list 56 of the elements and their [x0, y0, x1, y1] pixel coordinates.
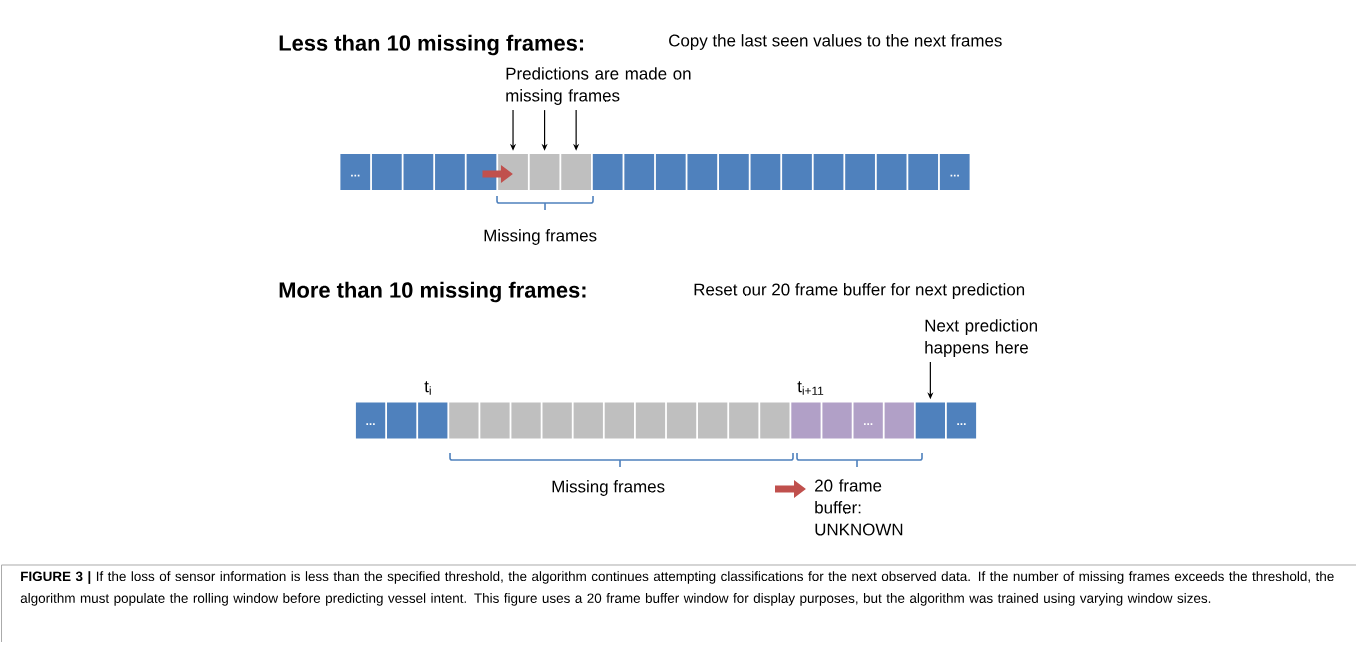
frame-cell: [908, 154, 939, 190]
section-heading: More than 10 missing frames:: [279, 281, 586, 303]
brace-label: Missing frames: [552, 480, 665, 496]
frame-cell: [511, 402, 541, 439]
frame-cell: [573, 402, 603, 439]
frame-cell: [371, 154, 402, 190]
frame-cell: [876, 154, 907, 190]
frame-cell: ...: [340, 154, 371, 190]
frame-cell: [915, 402, 945, 439]
node-label: ...: [950, 174, 959, 177]
frame-cell: [750, 154, 781, 190]
frame-cell: [529, 154, 560, 190]
frame-cell: [542, 402, 572, 439]
frame-cell: [449, 402, 479, 439]
frame-cell: [782, 154, 812, 190]
frame-cell: ...: [853, 402, 883, 439]
frame-cell: [387, 402, 417, 439]
frame-cell: [480, 402, 510, 439]
frame-cell: [698, 402, 728, 439]
frame-cell: [561, 154, 591, 190]
frame-cell: [729, 402, 759, 439]
text-note: 20 frame buffer: UNKNOWN: [815, 479, 903, 536]
frame-cell: [845, 154, 875, 190]
time-label: t$_{i}$: [424, 381, 431, 395]
text-note: Next prediction happens here: [925, 319, 1037, 357]
frame-cell: [666, 402, 697, 439]
frame-cell: [635, 402, 666, 439]
frame-cell: [604, 402, 634, 439]
node-label: ...: [863, 423, 873, 425]
description-text: Reset our 20 frame buffer for next prediction: [694, 283, 1025, 299]
node-label: ...: [351, 174, 360, 177]
frame-cell: ...: [939, 154, 970, 190]
frame-cell: [760, 402, 790, 439]
frame-cell: [719, 154, 749, 190]
brace-label: Missing frames: [484, 229, 597, 245]
frame-cell: [624, 154, 655, 190]
frame-cell: [435, 154, 465, 190]
section-heading: Less than 10 missing frames:: [279, 34, 584, 56]
node-label: ...: [957, 423, 966, 425]
frame-cell: [592, 154, 623, 190]
frame-cell: [403, 154, 434, 190]
description-text: Copy the last seen values to the next frames: [669, 34, 1002, 50]
frame-cell: [884, 402, 914, 439]
frame-cell: [813, 154, 844, 190]
time-label: t$_{i+11}$: [797, 381, 824, 395]
text-note: Predictions are made on missing frames: [506, 67, 691, 105]
frame-cell: [655, 154, 686, 190]
frame-cell: [687, 154, 718, 190]
frame-cell: [466, 154, 497, 190]
frame-cell: ...: [946, 402, 977, 439]
frame-cell: ...: [355, 402, 386, 439]
frame-cell: [418, 402, 448, 439]
frame-cell: [791, 402, 821, 439]
frame-cell: [822, 402, 852, 439]
caption: FIGURE 3 | If the loss of sensor information is less than the specified threshold, the algorithm continues attempting classifications for the next observed data. If the number of missing frames exceeds the threshold, the algorithm must populate the rolling window before predicting vessel intent. This figure uses a 20 frame buffer window for display purposes, but the algorithm was trained using varying window sizes.: [1, 564, 1356, 643]
node-label: ...: [366, 423, 375, 425]
